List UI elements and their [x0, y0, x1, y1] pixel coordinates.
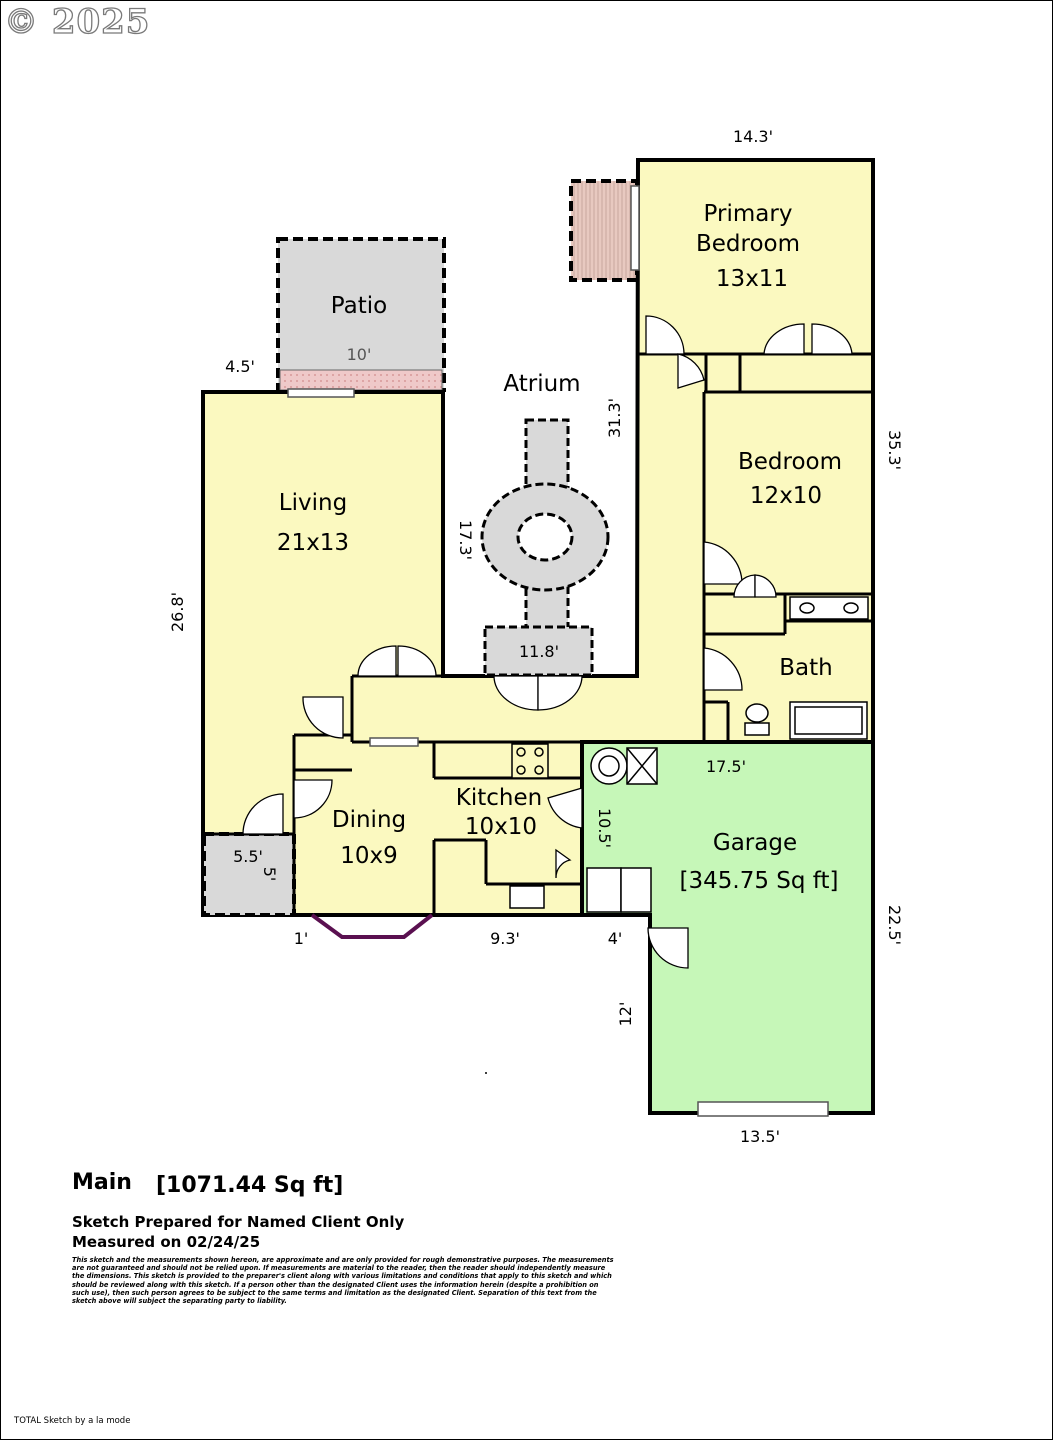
dim-living-left: 26.8'	[168, 592, 187, 632]
living-label: Living	[279, 490, 347, 516]
dim-closet-w: 5.5'	[233, 847, 263, 866]
bath-label: Bath	[779, 655, 832, 681]
primary-bedroom-label-2: Bedroom	[696, 231, 800, 257]
dim-garage-top: 17.5'	[706, 757, 746, 776]
dim-atrium-box: 11.8'	[519, 642, 559, 661]
windows	[287, 185, 640, 747]
garage-label: Garage	[713, 830, 797, 856]
garage-door	[697, 1101, 829, 1117]
client-note: Sketch Prepared for Named Client Only	[72, 1213, 405, 1231]
dim-atrium-wall: 31.3'	[605, 398, 624, 438]
dim-dining-bottom: 9.3'	[490, 929, 520, 948]
patio-label: Patio	[331, 293, 387, 319]
primary-bedroom-size: 13x11	[716, 266, 788, 292]
fixtures	[509, 596, 869, 913]
disclaimer-text: This sketch and the measurements shown h…	[72, 1256, 614, 1306]
software-credit: TOTAL Sketch by a la mode	[14, 1416, 131, 1426]
dim-right-upper: 35.3'	[885, 430, 904, 470]
bay-window	[310, 913, 434, 939]
dim-garage-step: 4'	[608, 929, 623, 948]
patio-threshold	[279, 369, 443, 391]
stray-dot	[485, 1072, 487, 1074]
dim-garage-right: 22.5'	[885, 905, 904, 945]
atrium-label: Atrium	[503, 371, 580, 397]
bedroom-label: Bedroom	[738, 449, 842, 475]
room-labels: Primary Bedroom 13x11 Bedroom 12x10 Bath…	[277, 201, 842, 894]
dining-size: 10x9	[340, 843, 398, 869]
dining-label: Dining	[332, 807, 406, 833]
level-area: [1071.44 Sq ft]	[156, 1173, 344, 1198]
dim-garage-left: 10.5'	[595, 808, 614, 848]
dim-patio-width: 10'	[347, 345, 372, 364]
patio-area	[276, 237, 446, 392]
garage-area: [345.75 Sq ft]	[680, 868, 839, 894]
kitchen-label: Kitchen	[456, 785, 542, 811]
dimension-labels: 14.3' 4.5' 10' 11.8' 5.5' 1' 9.3' 4' 17.…	[168, 127, 904, 1146]
floor-plan: Primary Bedroom 13x11 Bedroom 12x10 Bath…	[168, 127, 904, 1146]
level-title: Main	[72, 1170, 132, 1195]
atrium-feature	[480, 418, 610, 677]
deck-area	[569, 179, 639, 282]
measured-date: Measured on 02/24/25	[72, 1233, 261, 1251]
primary-bedroom-label-1: Primary	[704, 201, 793, 227]
dim-patio-left: 4.5'	[225, 357, 255, 376]
living-size: 21x13	[277, 530, 349, 556]
dim-closet-h: 5'	[260, 867, 279, 882]
dim-bay: 1'	[294, 929, 309, 948]
copyright-watermark: © 2025	[3, 1, 151, 42]
bedroom-size: 12x10	[750, 483, 822, 509]
dim-garage-step-h: 12'	[616, 1002, 635, 1027]
dim-atrium-feature: 17.3'	[456, 520, 475, 560]
dim-top-primary: 14.3'	[733, 127, 773, 146]
dim-garage-bottom: 13.5'	[740, 1127, 780, 1146]
door-swings	[242, 315, 853, 969]
garage-outline	[580, 740, 875, 1115]
kitchen-size: 10x10	[465, 814, 537, 840]
